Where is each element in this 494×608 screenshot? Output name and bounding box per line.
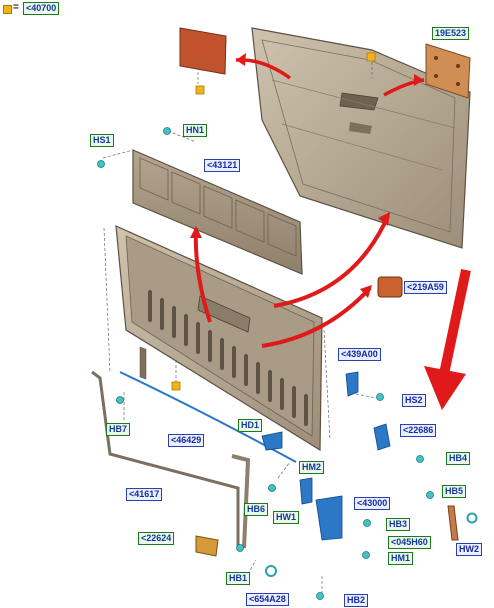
callout-HB1[interactable]: HB1 <box>226 572 251 585</box>
callout-HB7[interactable]: HB7 <box>106 423 131 436</box>
callout-HW1[interactable]: HW1 <box>273 511 299 524</box>
legend-label[interactable]: <40700 <box>23 2 60 15</box>
key-markers <box>171 52 376 391</box>
callout-HM1[interactable]: HM1 <box>388 552 414 565</box>
callout-HS1[interactable]: HS1 <box>90 134 114 147</box>
callout-HS2[interactable]: HS2 <box>402 394 426 407</box>
license-bracket-part <box>425 43 471 99</box>
legend-equals: = <box>13 2 19 13</box>
callout-HW2[interactable]: HW2 <box>456 543 482 556</box>
callout-HD1[interactable]: HD1 <box>238 419 263 432</box>
assembly-arrows <box>190 53 471 410</box>
dashed-guide-lines <box>102 62 377 596</box>
callout-HB5[interactable]: HB5 <box>442 485 467 498</box>
inner-cover-panel <box>132 149 303 275</box>
callout-HN1[interactable]: HN1 <box>183 124 208 137</box>
callout-439A00[interactable]: <439A00 <box>338 348 381 361</box>
fasteners <box>97 127 478 600</box>
callout-43000[interactable]: <43000 <box>354 497 391 510</box>
callout-22624[interactable]: <22624 <box>138 532 175 545</box>
callout-HB6[interactable]: HB6 <box>244 503 269 516</box>
callout-654A28[interactable]: <654A28 <box>246 593 289 606</box>
hinge-brackets <box>261 371 391 541</box>
trim-pad-part <box>179 27 227 75</box>
callout-219A59[interactable]: <219A59 <box>404 281 447 294</box>
callout-HB4[interactable]: HB4 <box>446 452 471 465</box>
striker-part <box>195 535 219 557</box>
tailgate-inner-assembly <box>115 225 323 452</box>
callout-HB3[interactable]: HB3 <box>386 518 411 531</box>
square-icon <box>3 5 12 14</box>
callout-045H60[interactable]: <045H60 <box>388 536 431 549</box>
callout-46429[interactable]: <46429 <box>168 434 205 447</box>
callout-43121[interactable]: <43121 <box>204 159 241 172</box>
callout-HM2[interactable]: HM2 <box>299 461 325 474</box>
grommet-part <box>377 276 403 298</box>
callout-22686[interactable]: <22686 <box>400 424 437 437</box>
callout-41617[interactable]: <41617 <box>126 488 163 501</box>
callout-HB2[interactable]: HB2 <box>344 594 369 607</box>
latch-plate-part <box>447 505 459 541</box>
callout-19E523[interactable]: 19E523 <box>432 27 470 40</box>
